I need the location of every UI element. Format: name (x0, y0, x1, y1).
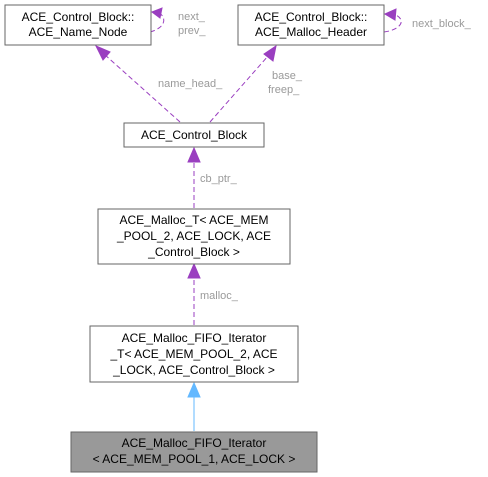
arrowhead-malloc-header-self (383, 8, 397, 21)
node-ace-malloc-fifo-iterator-t-line-1: ACE_Malloc_FIFO_Iterator (122, 331, 267, 345)
node-ace-name-node-line-2: ACE_Name_Node (29, 25, 128, 39)
arrowhead-cb-ptr (187, 146, 201, 163)
node-ace-malloc-t[interactable]: ACE_Malloc_T< ACE_MEM _POOL_2, ACE_LOCK,… (97, 208, 291, 265)
edge-label-next-block: next_block_ (412, 18, 472, 30)
node-ace-malloc-t-line-1: ACE_Malloc_T< ACE_MEM (119, 213, 268, 227)
node-ace-malloc-fifo-iterator-line-1: ACE_Malloc_FIFO_Iterator (122, 436, 267, 450)
node-ace-malloc-header-line-2: ACE_Malloc_Header (255, 25, 367, 39)
node-ace-malloc-t-line-3: _Control_Block > (147, 245, 240, 259)
node-ace-control-block-line-1: ACE_Control_Block (141, 128, 248, 142)
node-ace-malloc-fifo-iterator-t-line-3: _LOCK, ACE_Control_Block > (112, 363, 275, 377)
edge-label-base: base_ (272, 70, 303, 82)
node-ace-malloc-fifo-iterator-t-line-2: _T< ACE_MEM_POOL_2, ACE (109, 347, 277, 361)
edge-malloc-header-self-loop (383, 13, 402, 33)
arrowhead-name-head (94, 45, 111, 61)
node-ace-malloc-fifo-iterator[interactable]: ACE_Malloc_FIFO_Iterator < ACE_MEM_POOL_… (70, 431, 318, 473)
edge-label-next: next_ (178, 11, 206, 23)
arrowhead-malloc (187, 262, 201, 279)
arrowhead-base-freep (263, 44, 277, 62)
node-ace-malloc-fifo-iterator-line-2: < ACE_MEM_POOL_1, ACE_LOCK > (93, 452, 296, 466)
node-ace-control-block[interactable]: ACE_Control_Block (123, 122, 265, 148)
arrowhead-inheritance (187, 381, 201, 398)
edge-label-freep: freep_ (268, 84, 300, 96)
edge-base-freep (209, 55, 269, 123)
node-ace-malloc-fifo-iterator-t[interactable]: ACE_Malloc_FIFO_Iterator _T< ACE_MEM_POO… (89, 325, 299, 383)
node-ace-name-node-line-1: ACE_Control_Block:: (22, 10, 135, 24)
node-ace-malloc-header[interactable]: ACE_Control_Block:: ACE_Malloc_Header (237, 4, 385, 46)
node-ace-name-node[interactable]: ACE_Control_Block:: ACE_Name_Node (4, 4, 152, 46)
edge-label-cb-ptr: cb_ptr_ (200, 173, 238, 185)
edge-name-head (103, 53, 181, 123)
edge-label-prev: prev_ (178, 25, 206, 37)
node-ace-malloc-header-line-1: ACE_Control_Block:: (255, 10, 368, 24)
arrowhead-name-node-self (150, 7, 163, 19)
edge-label-name-head: name_head_ (158, 78, 223, 90)
edge-label-malloc: malloc_ (200, 290, 239, 302)
node-ace-malloc-t-line-2: _POOL_2, ACE_LOCK, ACE (116, 229, 271, 243)
